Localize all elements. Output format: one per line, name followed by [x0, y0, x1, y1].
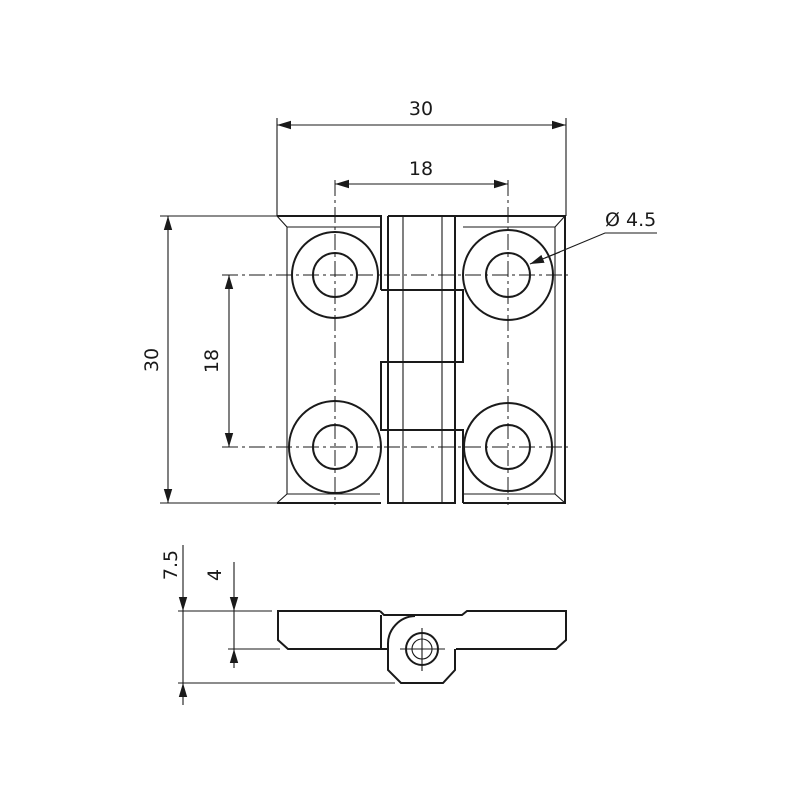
- dim-overall-width: 30: [409, 98, 433, 120]
- hinge-knuckle: [380, 215, 464, 504]
- dim-hole-spacing-vertical: 18: [201, 349, 223, 373]
- side-view: [277, 610, 567, 684]
- top-view: [222, 180, 568, 505]
- right-leaf: [455, 215, 566, 504]
- dimensions-top-view: 30 18 Ø 4.5 30 18: [141, 98, 657, 504]
- dim-overall-height: 30: [141, 348, 163, 372]
- left-leaf: [277, 215, 382, 504]
- centerlines: [222, 180, 568, 505]
- dim-hole-spacing-horizontal: 18: [409, 158, 433, 180]
- side-left-leaf: [277, 610, 567, 650]
- dim-leaf-thickness: 4: [204, 569, 226, 581]
- side-knuckle: [386, 615, 456, 684]
- dimensions-side-view: 7.5 4: [160, 545, 395, 705]
- dim-hole-diameter: Ø 4.5: [605, 209, 656, 231]
- dim-total-thickness: 7.5: [160, 550, 182, 580]
